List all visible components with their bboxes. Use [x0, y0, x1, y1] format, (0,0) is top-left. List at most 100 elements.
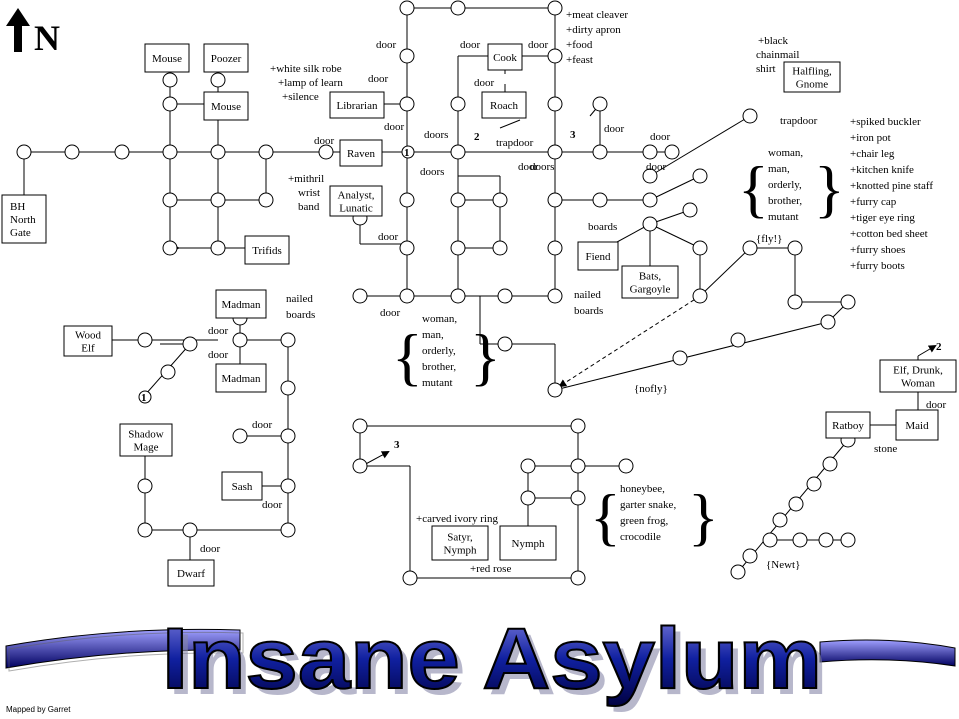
analyst-item-3: band [298, 201, 320, 213]
map-label: {fly!} [756, 233, 782, 245]
room-box [783, 61, 841, 93]
room-ratboy: Ratboy [825, 411, 871, 439]
map-node [232, 428, 248, 444]
title-banner: Insane Asylum Insane Asylum Mapped by Ga… [5, 610, 956, 714]
map-node [772, 512, 788, 528]
map-node [806, 476, 822, 492]
map-label: door [378, 231, 399, 243]
map-label: door [368, 73, 389, 85]
map-node [520, 490, 536, 506]
room-label: Dwarf [177, 568, 205, 580]
map-node [592, 144, 608, 160]
room-label: Analyst, [338, 190, 375, 202]
map-label: door [528, 39, 549, 51]
map-node [162, 72, 178, 88]
map-node [162, 240, 178, 256]
cook-item-2: +dirty apron [566, 24, 621, 36]
map-node [352, 458, 368, 474]
map-node [280, 380, 296, 396]
room-elfdrunk: Elf, Drunk,Woman [879, 359, 957, 393]
map-node [399, 0, 415, 16]
map-node [114, 144, 130, 160]
halfling-item-1: +black [758, 35, 789, 47]
brace-close-center: } [470, 321, 501, 392]
garden-mob-3: green frog, [620, 515, 669, 527]
room-box [825, 411, 871, 439]
brace-open-east: { [738, 153, 769, 224]
map-node [399, 240, 415, 256]
garden-mob-2: garter snake, [620, 499, 676, 511]
map-node [258, 144, 274, 160]
room-bats: Bats,Gargoyle [621, 265, 679, 299]
map-node [137, 522, 153, 538]
room-analyst: Analyst,Lunatic [329, 185, 383, 217]
room-box [879, 359, 957, 393]
map-node [210, 192, 226, 208]
room-label: BH [10, 201, 25, 213]
map-node [232, 332, 248, 348]
room-label: Mage [133, 442, 158, 454]
map-node [450, 288, 466, 304]
center-mob-5: mutant [422, 377, 453, 389]
map-node [497, 336, 513, 352]
map-node [592, 192, 608, 208]
map-node [547, 144, 563, 160]
marker-1-north: 1 [404, 147, 410, 159]
room-maid: Maid [895, 409, 939, 441]
room-label: Madman [221, 373, 261, 385]
room-box [63, 325, 113, 357]
connection-markers: 1 1 2 2 3 3 [138, 129, 942, 451]
map-node [618, 458, 634, 474]
marker-3-south: 3 [394, 439, 400, 451]
room-label: Mouse [211, 101, 241, 113]
compass-letter: N [34, 18, 60, 58]
map-node [672, 350, 688, 366]
map-label: door [926, 399, 947, 411]
compass-rose: N [6, 8, 60, 58]
room-label: Wood [75, 330, 102, 342]
center-mob-1: woman, [422, 313, 457, 325]
map-node [352, 288, 368, 304]
east-item-3: +chair leg [850, 148, 895, 160]
analyst-item-1: +mithril [288, 173, 324, 185]
map-node [492, 192, 508, 208]
librarian-item-3: +silence [282, 91, 319, 103]
room-label: Halfling, [792, 66, 832, 78]
map-node [818, 532, 834, 548]
room-box [329, 91, 385, 119]
map-node [570, 570, 586, 586]
room-box [215, 363, 267, 393]
map-node [450, 192, 466, 208]
map-node [822, 456, 838, 472]
map-node [210, 144, 226, 160]
map-label: door [604, 123, 625, 135]
map-label: door [200, 543, 221, 555]
room-label: Gate [10, 227, 31, 239]
map-node [792, 532, 808, 548]
room-box [499, 525, 557, 561]
room-label: Roach [490, 100, 519, 112]
brace-open-garden: { [590, 481, 621, 552]
room-box [215, 289, 267, 319]
room-label: Poozer [211, 53, 242, 65]
garden-mob-1: honeybee, [620, 483, 665, 495]
room-trifids: Trifids [244, 235, 290, 265]
map-node [182, 336, 198, 352]
map-node [664, 144, 680, 160]
room-label: Sash [232, 481, 253, 493]
map-node [788, 496, 804, 512]
cook-item-4: +feast [566, 54, 593, 66]
librarian-item-1: +white silk robe [270, 63, 342, 75]
marker-3-north: 3 [570, 129, 576, 141]
map-node [692, 168, 708, 184]
map-node [570, 418, 586, 434]
room-box [577, 241, 619, 271]
room-label: Maid [905, 420, 929, 432]
east-item-2: +iron pot [850, 132, 891, 144]
map-node [570, 458, 586, 474]
east-mob-2: man, [768, 163, 790, 175]
map-label: nailed [574, 289, 601, 301]
center-mob-4: brother, [422, 361, 456, 373]
analyst-item-2: wrist [298, 187, 320, 199]
